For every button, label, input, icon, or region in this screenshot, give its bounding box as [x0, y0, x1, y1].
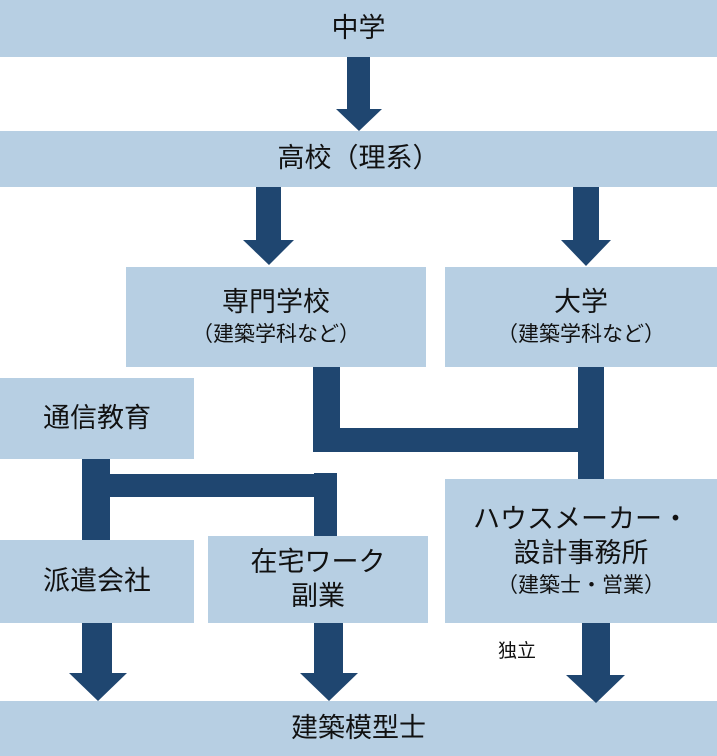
node-subtitle: （建築士・営業） — [497, 573, 665, 597]
node-title: ハウスメーカー・ — [473, 504, 689, 535]
node-correspondence: 通信教育 — [0, 378, 194, 459]
node-title: 派遣会社 — [43, 565, 151, 597]
node-staffing-company: 派遣会社 — [0, 540, 194, 623]
arrow-high-to-university — [561, 187, 611, 266]
edge-label-independence: 独立 — [498, 640, 537, 662]
node-model-maker: 建築模型士 — [0, 701, 717, 756]
arrow-staffing-to-model — [69, 623, 127, 701]
node-high-school: 高校（理系） — [0, 131, 717, 187]
node-title: 建築模型士 — [291, 712, 426, 744]
arrow-junior-to-high — [336, 57, 382, 131]
arrow-remote-to-model — [300, 623, 358, 701]
connector-join-horizontal — [317, 428, 590, 452]
node-university: 大学 （建築学科など） — [445, 267, 717, 367]
node-title: 在宅ワーク — [250, 546, 386, 578]
node-title: 高校（理系） — [277, 143, 440, 174]
node-vocational-school: 専門学校 （建築学科など） — [126, 267, 426, 367]
connector-correspondence-down — [82, 459, 110, 540]
node-title-line2: 副業 — [291, 580, 345, 612]
node-subtitle: （建築学科など） — [497, 322, 665, 346]
node-junior-high: 中学 — [0, 0, 717, 57]
node-title: 中学 — [331, 12, 386, 44]
node-subtitle: （建築学科など） — [192, 322, 360, 346]
node-title-line2: 設計事務所 — [513, 538, 649, 569]
arrow-high-to-vocational — [243, 187, 294, 265]
connector-correspondence-horizontal — [110, 474, 315, 497]
connector-university-down — [578, 367, 604, 479]
node-house-maker: ハウスメーカー・ 設計事務所 （建築士・営業） — [445, 479, 717, 623]
connector-remote-down — [314, 473, 337, 536]
arrow-housemaker-to-model — [566, 623, 625, 703]
node-title: 大学 — [554, 287, 608, 318]
node-title: 通信教育 — [43, 402, 151, 434]
node-remote-work: 在宅ワーク 副業 — [208, 536, 428, 623]
node-title: 専門学校 — [222, 287, 330, 318]
